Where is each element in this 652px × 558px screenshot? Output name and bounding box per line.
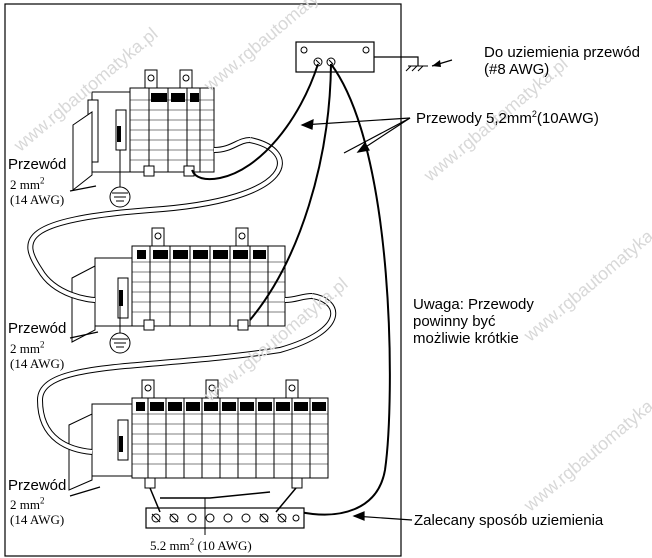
note-label: Uwaga: Przewody powinny być możliwie kró… xyxy=(413,296,534,347)
callout-arrows xyxy=(69,117,413,521)
chassis-2-wire-label: Przewód xyxy=(8,320,67,337)
ground-conductor-label: Do uziemienia przewód (#8 AWG) xyxy=(484,44,640,78)
earth-symbol xyxy=(374,56,453,72)
chassis-1-size-label: 2 mm2 (14 AWG) xyxy=(10,175,65,207)
ground-symbol-2 xyxy=(109,305,131,354)
bottom-ground-bus xyxy=(145,487,305,535)
recommended-grounding-label: Zalecany sposób uziemienia xyxy=(414,512,604,529)
chassis-1-wire-label: Przewód xyxy=(8,156,67,173)
chassis-2 xyxy=(71,227,313,343)
enclosure-panel xyxy=(4,3,402,557)
chassis-3 xyxy=(68,379,329,491)
chassis-3-wire-label: Przewód xyxy=(8,477,67,494)
chassis-1 xyxy=(72,69,251,192)
chassis-2-size-label: 2 mm2 (14 AWG) xyxy=(10,339,65,371)
interconnect-cables xyxy=(27,137,337,455)
chassis-3-size-label: 2 mm2 (14 AWG) xyxy=(10,495,65,527)
top-ground-bus xyxy=(295,41,375,73)
bottom-bus-wire-label: 5.2 mm2 (10 AWG) xyxy=(150,536,252,553)
conductors-size-label: Przewody 5,2mm2(10AWG) xyxy=(416,109,599,128)
ground-symbol-1 xyxy=(109,150,131,208)
